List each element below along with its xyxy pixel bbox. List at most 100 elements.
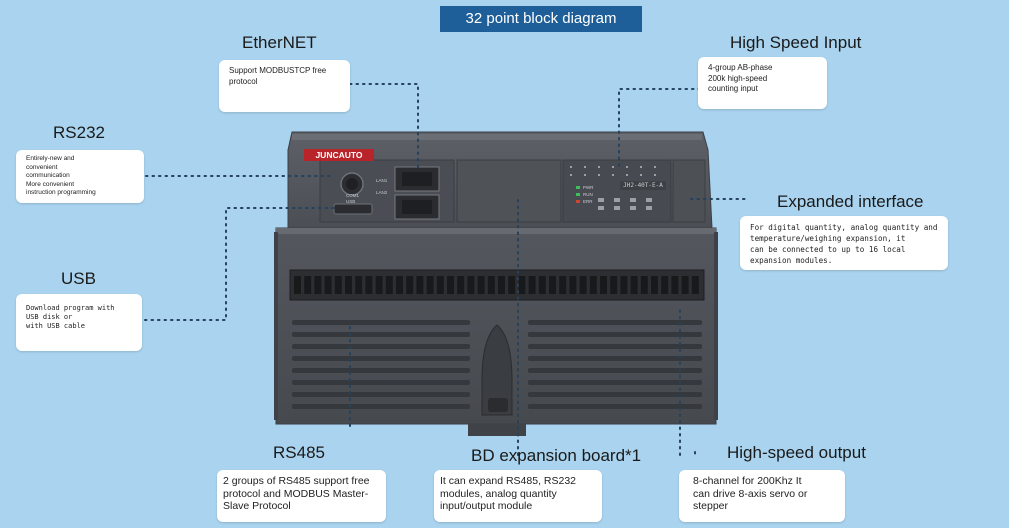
- bd-expansion-card: It can expand RS485, RS232 modules, anal…: [434, 470, 602, 522]
- expanded-interface-line: expansion modules.: [750, 256, 833, 265]
- high-speed-input-line: counting input: [708, 84, 758, 93]
- vent-slot: [528, 332, 702, 337]
- diagram-title: 32 point block diagram: [440, 6, 642, 32]
- terminal-slot: [487, 276, 495, 294]
- usb-heading: USB: [61, 269, 96, 288]
- high-speed-output-line: stepper: [693, 500, 729, 512]
- terminal-slot: [375, 276, 383, 294]
- usb-label: USB: [346, 199, 356, 204]
- usb-line: Download program with: [26, 304, 115, 312]
- ethernet-heading: EtherNET: [242, 33, 317, 52]
- bd-expansion-line: modules, analog quantity: [440, 487, 557, 500]
- bd-expansion-line: input/output module: [440, 500, 533, 512]
- rs485-card: 2 groups of RS485 support free protocol …: [217, 470, 386, 522]
- terminal-slot: [406, 276, 414, 294]
- terminal-slot: [345, 276, 352, 294]
- vent-slot: [528, 392, 702, 397]
- high-speed-input-heading: High Speed Input: [730, 33, 862, 52]
- high-speed-input-line: 200k high-speed: [708, 73, 768, 83]
- expanded-interface-line: temperature/weighing expansion, it: [750, 234, 906, 243]
- terminal-slot: [334, 276, 342, 294]
- lan1-label: LAN1: [376, 178, 388, 183]
- terminal-slot: [559, 276, 567, 294]
- vent-slot: [292, 380, 470, 385]
- rs232-line: More convenient: [26, 180, 75, 188]
- run-label: RUN: [583, 192, 593, 197]
- terminal-slot: [549, 276, 556, 294]
- vent-slot: [528, 344, 702, 349]
- vent-slot: [292, 332, 470, 337]
- terminal-slot: [600, 276, 607, 294]
- brand-label: JUNCAUTO: [315, 150, 363, 160]
- lan2-label: LAN2: [376, 190, 388, 195]
- high-speed-input-line: 4-group AB-phase: [708, 63, 773, 72]
- vent-slot: [292, 404, 470, 409]
- terminal-slot: [518, 276, 526, 294]
- high-speed-input-card: 4-group AB-phase 200k high-speed countin…: [698, 57, 827, 109]
- terminal-slot: [498, 276, 505, 294]
- com1-label: COM1: [346, 193, 360, 198]
- terminal-slot: [691, 276, 699, 294]
- rs232-line: instruction programming: [26, 189, 96, 196]
- terminal-slot: [630, 276, 638, 294]
- terminal-slot: [569, 276, 577, 294]
- pwr-label: PWR: [583, 185, 594, 190]
- expanded-interface-heading: Expanded interface: [777, 192, 924, 211]
- vent-slot: [292, 344, 470, 349]
- rs485-line: 2 groups of RS485 support free: [223, 475, 370, 487]
- ethernet-line: protocol: [229, 76, 258, 86]
- terminal-slot: [294, 276, 301, 294]
- terminal-slot: [508, 276, 516, 294]
- terminal-slot: [355, 276, 363, 294]
- expanded-interface-line: can be connected to up to 16 local: [750, 245, 906, 254]
- terminal-slot: [620, 276, 628, 294]
- terminal-slot: [528, 276, 536, 294]
- terminal-slot: [640, 276, 648, 294]
- terminal-slot: [538, 276, 546, 294]
- bd-expansion-heading: BD expansion board*1: [471, 446, 642, 465]
- terminal-slot: [589, 276, 597, 294]
- rs485-line: protocol and MODBUS Master-: [223, 487, 369, 500]
- usb-card: Download program with USB disk or with U…: [16, 294, 142, 351]
- rs232-line: communication: [26, 172, 70, 179]
- vent-slot: [292, 320, 470, 325]
- terminal-slot: [457, 276, 465, 294]
- terminal-slot: [436, 276, 444, 294]
- err-label: ERR: [583, 199, 593, 204]
- expanded-interface-card: For digital quantity, analog quantity an…: [740, 216, 948, 270]
- terminal-slot: [426, 276, 434, 294]
- terminal-slot: [477, 276, 485, 294]
- expanded-interface-line: For digital quantity, analog quantity an…: [750, 223, 938, 232]
- terminal-slot: [467, 276, 475, 294]
- terminal-slot: [396, 276, 403, 294]
- terminal-slot: [579, 276, 587, 294]
- terminal-slot: [681, 276, 689, 294]
- terminal-slot: [661, 276, 669, 294]
- vent-slot: [528, 356, 702, 361]
- rs485-heading: RS485: [273, 443, 325, 462]
- terminal-slot: [304, 276, 312, 294]
- rs232-card: Entirely-new and convenient communicatio…: [16, 150, 144, 203]
- high-speed-output-line: can drive 8-axis servo or: [693, 487, 808, 500]
- model-label: JH2-40T-E-A: [623, 182, 663, 189]
- high-speed-output-card: 8-channel for 200Khz It can drive 8-axis…: [679, 470, 845, 522]
- ethernet-card: Support MODBUSTCP free protocol: [219, 60, 350, 112]
- terminal-slot: [447, 276, 454, 294]
- vent-slot: [292, 368, 470, 373]
- terminal-slot: [671, 276, 679, 294]
- rs232-line: Entirely-new and: [26, 155, 75, 162]
- bd-expansion-line: It can expand RS485, RS232: [440, 475, 577, 487]
- terminal-slot: [314, 276, 322, 294]
- terminal-slot: [324, 276, 332, 294]
- terminal-slot: [651, 276, 658, 294]
- vent-slot: [292, 392, 470, 397]
- usb-line: USB disk or: [26, 313, 73, 321]
- ethernet-line: Support MODBUSTCP free: [229, 66, 327, 75]
- rs232-line: convenient: [26, 163, 58, 171]
- vent-slot: [528, 368, 702, 373]
- vent-slot: [528, 380, 702, 385]
- vent-slot: [292, 356, 470, 361]
- rs232-heading: RS232: [53, 123, 105, 142]
- terminal-slot: [365, 276, 373, 294]
